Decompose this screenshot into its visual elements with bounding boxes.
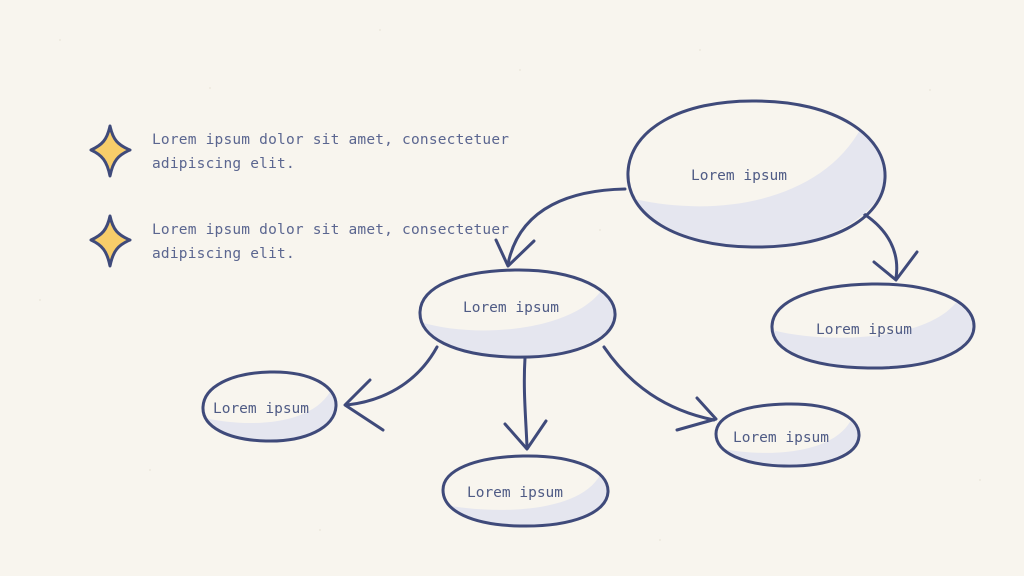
node-label: Lorem ipsum xyxy=(816,322,912,338)
node-left: Lorem ipsum xyxy=(201,370,338,443)
connector-middle-to-bottom xyxy=(522,356,529,449)
connector-top-to-middle xyxy=(506,187,627,266)
node-label: Lorem ipsum xyxy=(733,430,829,446)
node-middle: Lorem ipsum xyxy=(418,268,617,359)
connector-middle-to-left xyxy=(345,345,439,407)
bullet-text: Lorem ipsum dolor sit amet, consectetuer… xyxy=(152,222,510,262)
bullet-item-2: Lorem ipsum dolor sit amet, consectetuer… xyxy=(88,214,528,274)
node-label: Lorem ipsum xyxy=(691,168,787,184)
arrowhead xyxy=(503,419,548,451)
node-bottom-right: Lorem ipsum xyxy=(714,402,861,468)
arrowhead xyxy=(494,238,536,268)
arrowhead xyxy=(343,378,385,432)
node-top: Lorem ipsum xyxy=(626,99,887,249)
bullet-item-1: Lorem ipsum dolor sit amet, consectetuer… xyxy=(88,124,528,184)
node-label: Lorem ipsum xyxy=(467,485,563,501)
sparkle-icon xyxy=(89,214,132,268)
arrowhead xyxy=(872,250,919,282)
bullet-text: Lorem ipsum dolor sit amet, consectetuer… xyxy=(152,132,510,172)
connector-middle-to-bottom-right xyxy=(602,345,716,422)
node-right: Lorem ipsum xyxy=(770,282,976,370)
node-bottom: Lorem ipsum xyxy=(441,454,610,528)
arrowhead xyxy=(675,396,718,432)
node-label: Lorem ipsum xyxy=(463,300,559,316)
sparkle-icon xyxy=(89,124,132,178)
node-label: Lorem ipsum xyxy=(213,401,309,417)
connector-top-to-right xyxy=(862,212,899,280)
